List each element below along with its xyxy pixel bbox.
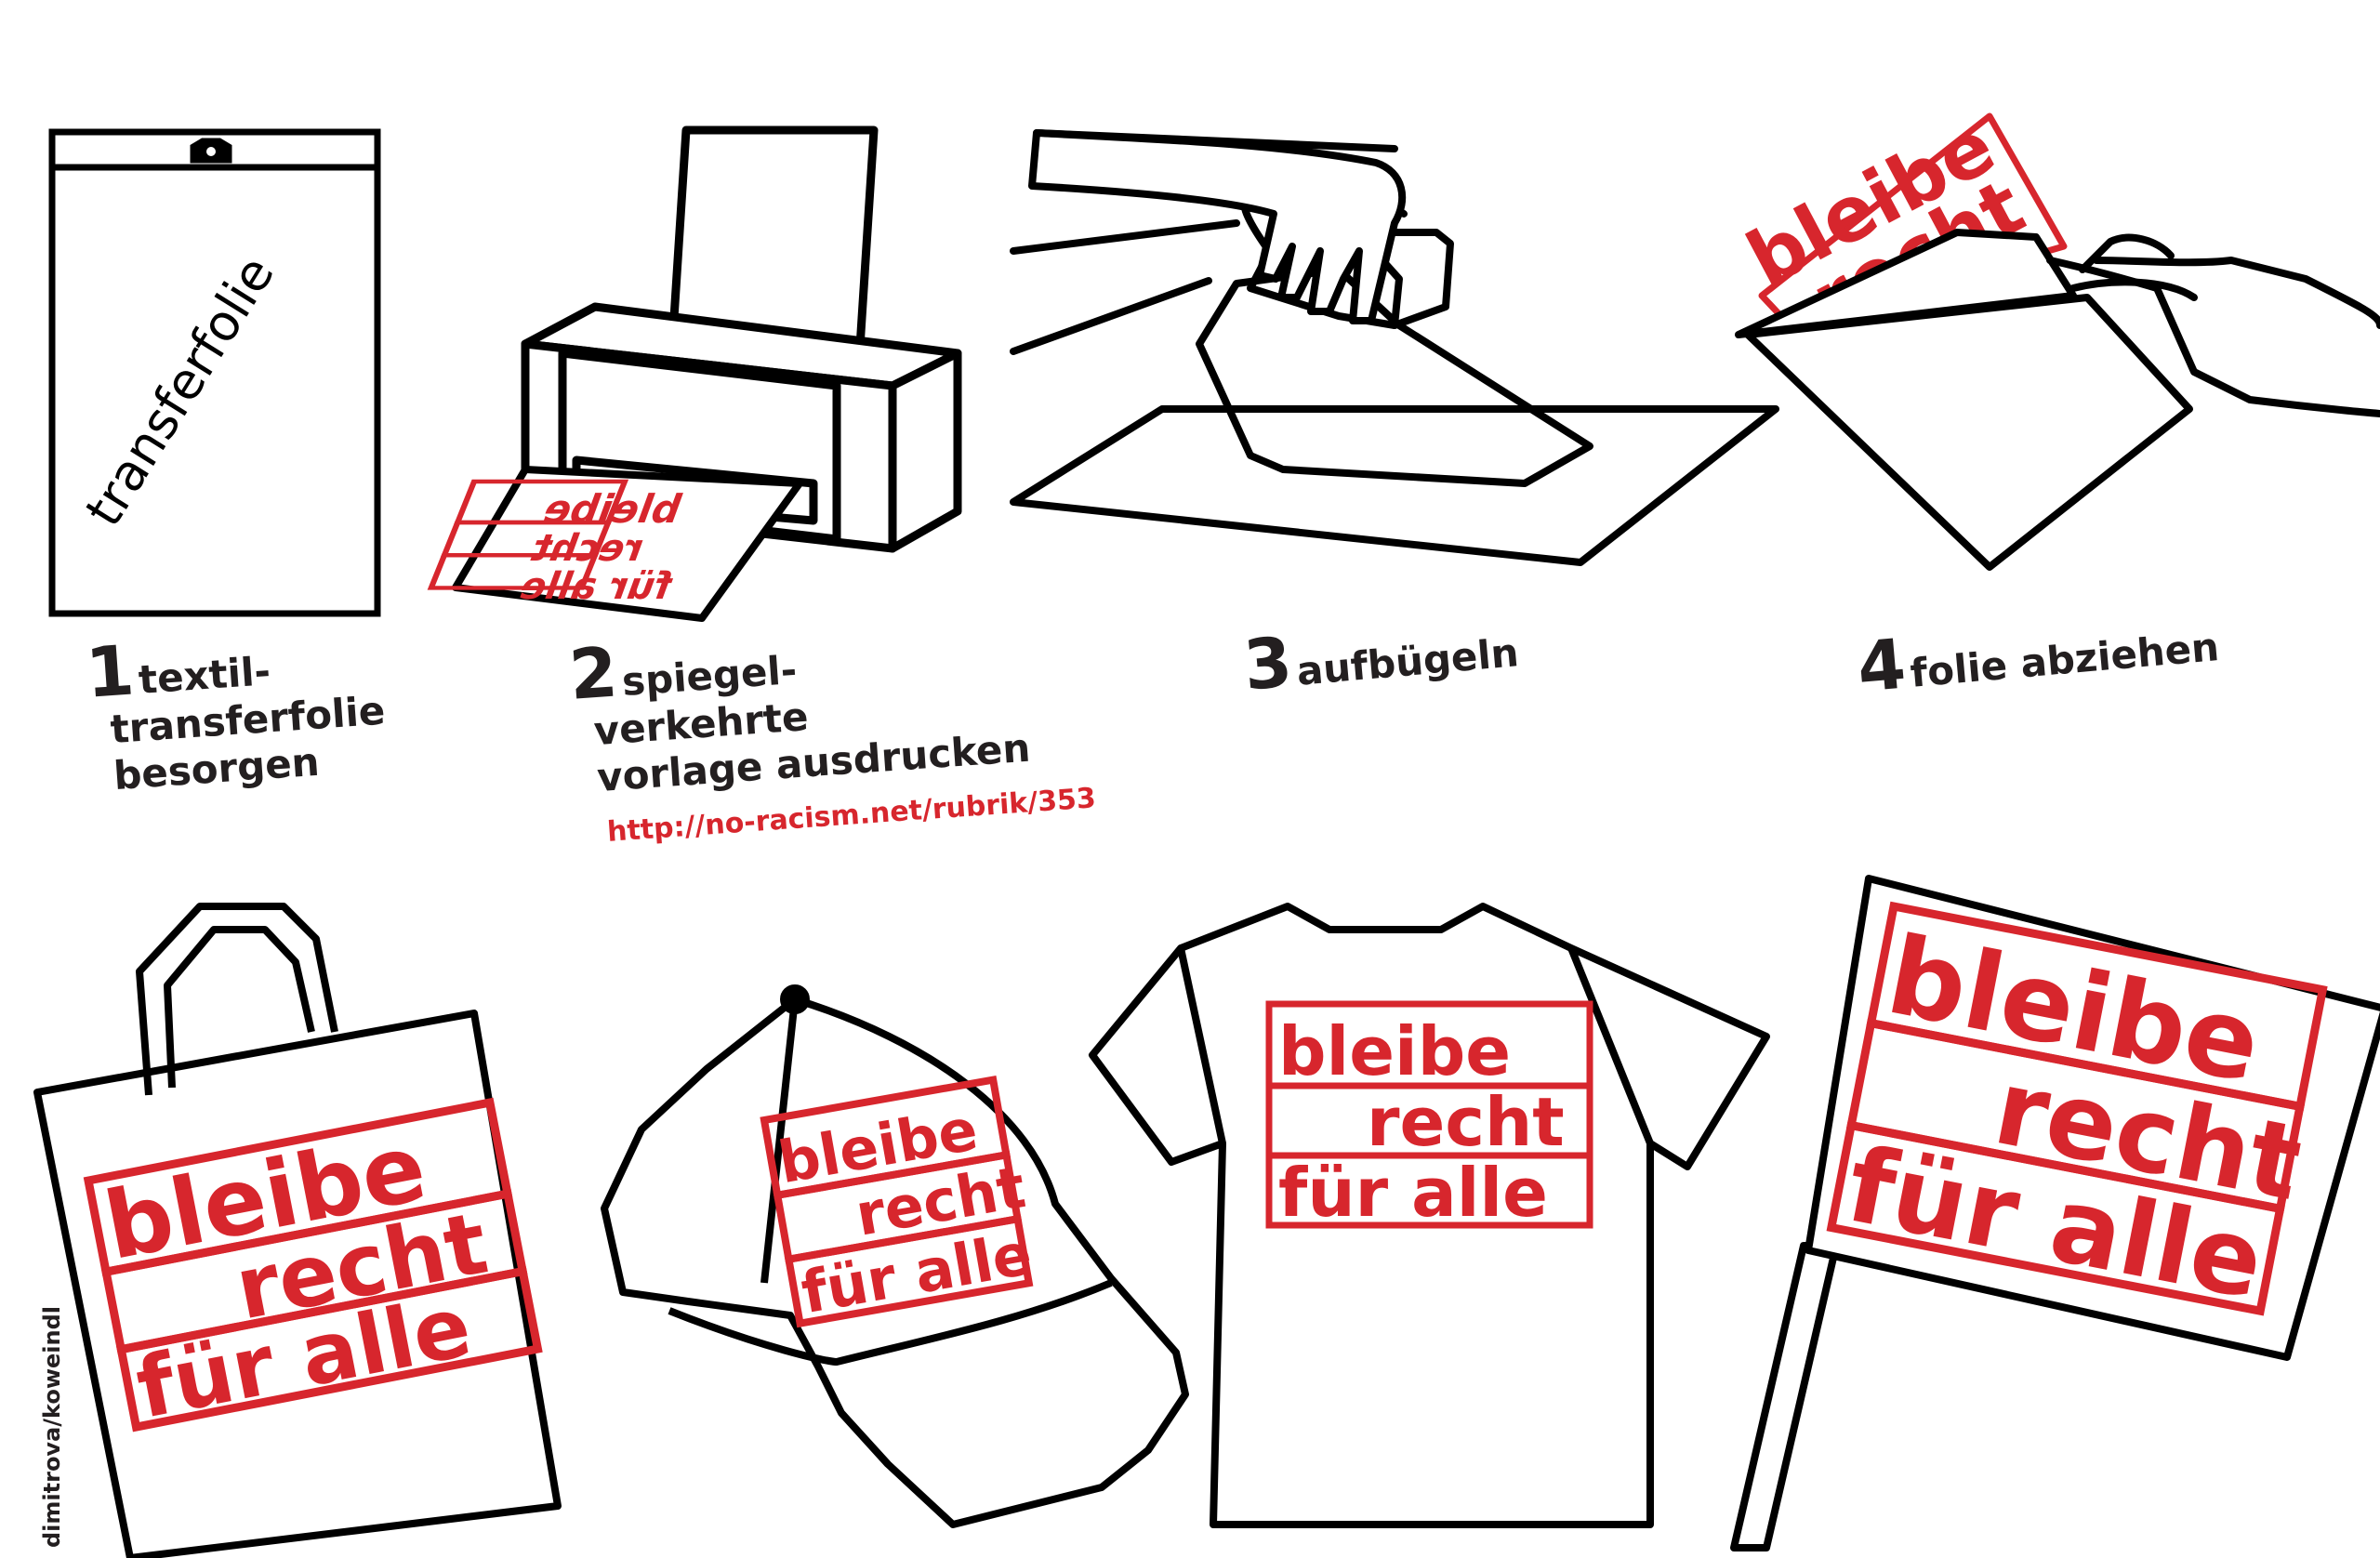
transfer-foil-package bbox=[48, 128, 381, 617]
step-1-caption: 1 textil- transferfolie besorgen bbox=[84, 619, 390, 802]
baseball-cap bbox=[601, 984, 1189, 1528]
step-3-number: 3 bbox=[1240, 622, 1296, 706]
peeling-foil-scene: bleibe recht bbox=[1734, 102, 2380, 571]
tote-bag-slogan: bleibe recht für alle bbox=[83, 1097, 543, 1438]
t-shirt bbox=[1089, 903, 1770, 1528]
printer bbox=[521, 125, 962, 553]
slogan-line-2: recht bbox=[1367, 1083, 1565, 1161]
step-1-number: 1 bbox=[83, 630, 137, 714]
flag bbox=[1730, 875, 2380, 1551]
step-2-caption: 2 spiegel- verkehrte vorlage ausdrucken bbox=[567, 610, 1032, 803]
cap-slogan: bleibe recht für alle bbox=[760, 1075, 1037, 1328]
printed-mirrored-sheet: bleibe recht für alle bbox=[431, 466, 803, 622]
slogan-line-3: für alle bbox=[1278, 1154, 1548, 1232]
svg-text:bleibe: bleibe bbox=[536, 487, 688, 532]
svg-text:für alle: für alle bbox=[513, 564, 679, 607]
t-shirt-slogan: bleibe recht für alle bbox=[1265, 1000, 1593, 1232]
ironing-hand bbox=[1028, 129, 1407, 324]
slogan-line-1: bleibe bbox=[1278, 1012, 1511, 1090]
package-label: transferfolie bbox=[74, 246, 286, 536]
step-1-line-1: textil- bbox=[137, 648, 272, 703]
step-2-number: 2 bbox=[566, 632, 620, 716]
tote-bag bbox=[33, 903, 562, 1558]
step-4-number: 4 bbox=[1854, 624, 1910, 708]
artist-credit: dimitrova/koweindl bbox=[39, 1305, 65, 1548]
svg-text:recht: recht bbox=[525, 526, 651, 569]
